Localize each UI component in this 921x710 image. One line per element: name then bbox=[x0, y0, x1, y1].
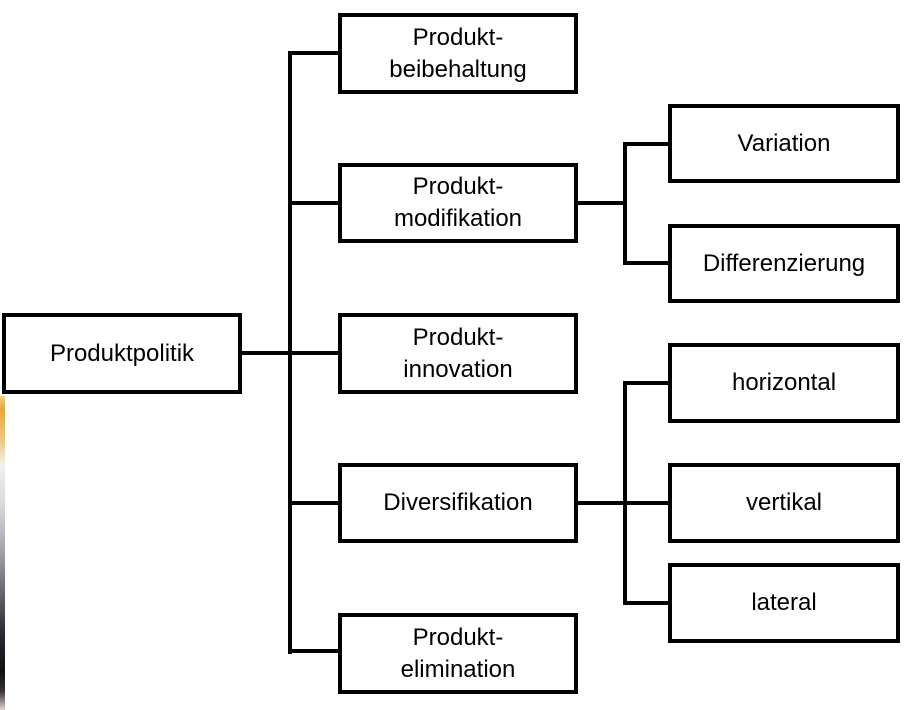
node-variation-label: Variation bbox=[737, 129, 831, 157]
connector-branch-differenzierung bbox=[623, 261, 668, 265]
node-lateral-label: lateral bbox=[751, 589, 817, 616]
connector-branch-horizontal bbox=[623, 381, 668, 385]
node-produkt-innovation-label: Produkt- innovation bbox=[403, 323, 513, 383]
node-produkt-elimination-label: Produkt- elimination bbox=[400, 623, 516, 683]
connector-modifikation-feed bbox=[578, 201, 627, 205]
left-edge-artifact bbox=[0, 396, 5, 710]
node-diversifikation: Diversifikation bbox=[338, 463, 578, 543]
connector-diversifikation-feed bbox=[578, 501, 627, 505]
node-produktpolitik-label: Produktpolitik bbox=[49, 339, 195, 367]
node-produkt-innovation: Produkt- innovation bbox=[338, 313, 578, 394]
node-diversifikation-label: Diversifikation bbox=[383, 489, 533, 516]
node-horizontal: horizontal bbox=[668, 343, 900, 423]
node-produkt-beibehaltung: Produkt- beibehaltung bbox=[338, 13, 578, 94]
node-produkt-modifikation-label: Produkt- modifikation bbox=[393, 173, 523, 232]
node-produktpolitik: Produktpolitik bbox=[2, 313, 242, 394]
connector-root-to-innovation bbox=[242, 351, 338, 355]
connector-diversifikation-vertical bbox=[623, 381, 627, 605]
connector-branch-beibehaltung bbox=[288, 51, 338, 55]
connector-branch-variation bbox=[623, 142, 668, 146]
connector-branch-lateral bbox=[623, 601, 668, 605]
node-differenzierung-label: Differenzierung bbox=[702, 249, 866, 277]
node-produkt-elimination: Produkt- elimination bbox=[338, 613, 578, 694]
node-vertikal: vertikal bbox=[668, 463, 900, 543]
connector-branch-diversifikation bbox=[288, 501, 338, 505]
node-differenzierung: Differenzierung bbox=[668, 224, 900, 303]
connector-branch-modifikation bbox=[288, 201, 338, 205]
node-produkt-modifikation: Produkt- modifikation bbox=[338, 163, 578, 243]
connector-modifikation-vertical bbox=[623, 142, 627, 265]
connector-branch-vertikal bbox=[623, 501, 668, 505]
node-lateral: lateral bbox=[668, 563, 900, 643]
connector-branch-elimination bbox=[288, 649, 338, 653]
node-horizontal-label: horizontal bbox=[731, 369, 837, 396]
node-vertikal-label: vertikal bbox=[745, 489, 823, 516]
node-produkt-beibehaltung-label: Produkt- beibehaltung bbox=[389, 23, 527, 83]
node-variation: Variation bbox=[668, 104, 900, 183]
